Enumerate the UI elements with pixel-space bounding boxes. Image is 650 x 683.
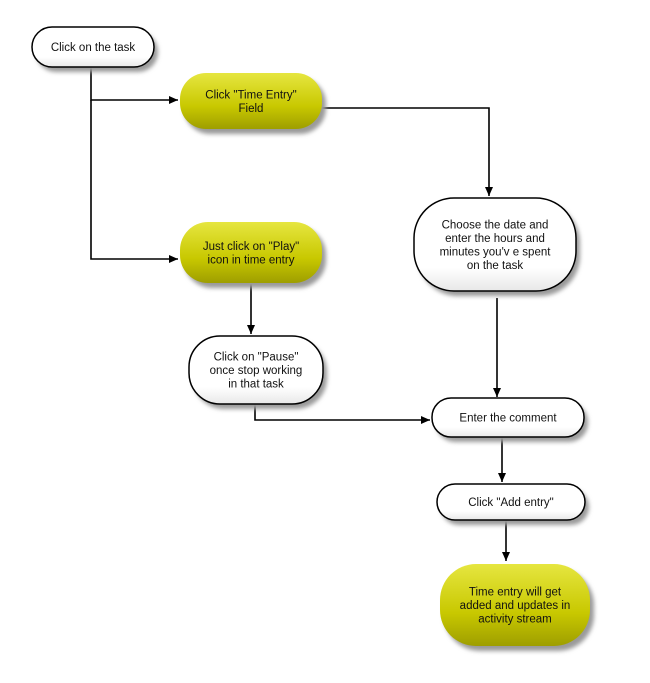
node-label-line: icon in time entry <box>208 254 295 266</box>
node-shape <box>180 73 322 129</box>
node-label-line: Click "Add entry" <box>468 497 554 509</box>
node-label-line: Just click on "Play" <box>203 241 299 253</box>
node-shape <box>436 483 586 521</box>
node-label-line: Time entry will get <box>469 587 562 599</box>
node-label-line: on the task <box>467 260 524 272</box>
node-enter-comment: Enter the comment <box>431 397 588 442</box>
node-label-line: enter the hours and <box>445 233 545 245</box>
node-label-line: Choose the date and <box>442 219 549 231</box>
node-label-line: in that task <box>228 379 284 391</box>
node-label-line: Click on "Pause" <box>214 352 299 364</box>
node-shape <box>180 222 322 283</box>
node-label-line: Click "Time Entry" <box>205 89 296 101</box>
node-label-line: Enter the comment <box>459 413 557 425</box>
connector-task-to-play <box>90 100 178 263</box>
node-label-line: Click on the task <box>51 42 136 54</box>
node-shape <box>431 397 585 438</box>
node-shape <box>188 335 324 405</box>
nodes: Click on the task Click "Time Entry" Fiel… <box>31 26 594 651</box>
node-label-line: once stop working <box>210 365 303 377</box>
node-click-on-task: Click on the task <box>31 26 158 72</box>
node-label-line: minutes you'v e spent <box>440 246 552 258</box>
node-add-entry: Click "Add entry" <box>436 483 589 525</box>
connectors <box>90 67 510 561</box>
connector-pause-to-comment <box>254 404 430 424</box>
node-label-line: added and updates in <box>460 600 571 612</box>
node-shape <box>31 26 155 68</box>
node-choose-date: Choose the date and enter the hours andmi… <box>413 197 580 296</box>
node-label-line: Field <box>239 103 264 115</box>
node-shape <box>413 197 577 292</box>
node-click-play: Just click on "Play"icon in time entry <box>180 222 326 288</box>
connector-time-entry-to-choose-date <box>322 107 493 196</box>
node-click-pause: Click on "Pause"once stop working in that… <box>188 335 327 409</box>
node-label-line: activity stream <box>478 614 552 626</box>
node-shape <box>440 564 590 646</box>
node-time-entry-field: Click "Time Entry" Field <box>180 73 326 134</box>
